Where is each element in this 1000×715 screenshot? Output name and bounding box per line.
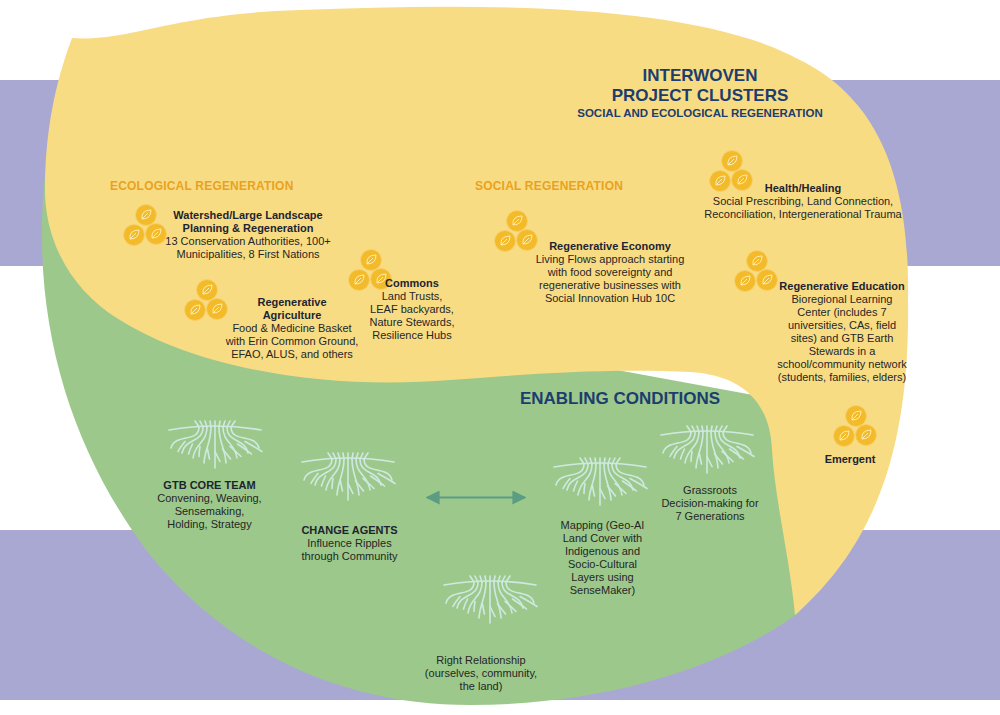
text-group: Right Relationship (ourselves, community… bbox=[420, 654, 542, 693]
item-heading: Watershed/Large Landscape Planning & Reg… bbox=[166, 209, 331, 235]
leaf-coin bbox=[834, 426, 855, 447]
text-group: Mapping (Geo-AI Land Cover with Indigeno… bbox=[545, 519, 660, 597]
condition-item: Grassroots Decision-making for 7 Generat… bbox=[650, 421, 768, 529]
item-heading: Emergent bbox=[815, 453, 885, 466]
roots-icon bbox=[298, 450, 398, 506]
item-body: Influence Ripples through Community bbox=[295, 537, 405, 563]
text-group: ENABLING CONDITIONS bbox=[500, 389, 740, 409]
project-item: Health/HealingSocial Prescribing, Land C… bbox=[698, 148, 913, 228]
text-group: INTERWOVEN PROJECT CLUSTERSSOCIAL AND EC… bbox=[560, 66, 840, 121]
leaf-coins-icon bbox=[183, 279, 231, 323]
item-body: Social Prescribing, Land Connection, Rec… bbox=[698, 195, 908, 221]
text-group: Watershed/Large Landscape Planning & Reg… bbox=[148, 209, 348, 261]
leaf-coin bbox=[846, 406, 867, 427]
shape-heading: INTERWOVEN PROJECT CLUSTERS bbox=[605, 66, 795, 106]
roots-icon bbox=[165, 418, 265, 474]
item-heading: CHANGE AGENTS bbox=[292, 524, 407, 537]
leaf-coins-icon bbox=[708, 150, 756, 194]
item-body: Bioregional Learning Center (includes 7 … bbox=[775, 293, 910, 384]
item-body: Land Trusts, LEAF backyards, Nature Stew… bbox=[368, 290, 456, 342]
condition-item: Right Relationship (ourselves, community… bbox=[420, 571, 545, 696]
leaf-coin bbox=[361, 250, 382, 271]
item-heading: Commons bbox=[362, 277, 462, 290]
item-body: Food & Medicine Basket with Erin Common … bbox=[222, 322, 362, 361]
leaf-coin bbox=[735, 271, 756, 292]
leaf-coins-icon bbox=[493, 210, 541, 254]
roots-icon bbox=[550, 455, 650, 511]
leaf-coin bbox=[732, 170, 753, 191]
text-group: Regenerative EducationBioregional Learni… bbox=[758, 280, 926, 384]
leaf-coins-icon bbox=[122, 204, 170, 248]
text-group: Grassroots Decision-making for 7 Generat… bbox=[660, 484, 760, 523]
condition-item: Mapping (Geo-AI Land Cover with Indigeno… bbox=[540, 453, 665, 598]
condition-item: CHANGE AGENTSInfluence Ripples through C… bbox=[290, 448, 412, 560]
leaf-coin bbox=[507, 211, 528, 232]
text-group: Emergent bbox=[815, 453, 885, 466]
leaf-coin bbox=[349, 270, 370, 291]
project-item: Regenerative AgricultureFood & Medicine … bbox=[180, 277, 365, 369]
item-body: 13 Conservation Authorities, 100+ Munici… bbox=[148, 235, 348, 261]
item-heading: Health/Healing bbox=[748, 182, 858, 195]
leaf-coin bbox=[757, 270, 778, 291]
roots-icon bbox=[440, 573, 540, 629]
shape-subheading: SOCIAL AND ECOLOGICAL REGENERATION bbox=[560, 106, 840, 121]
item-heading: Regenerative Education bbox=[758, 280, 926, 293]
leaf-coin bbox=[517, 230, 538, 251]
text-group: Regenerative AgricultureFood & Medicine … bbox=[222, 296, 362, 361]
project-item: Watershed/Large Landscape Planning & Reg… bbox=[118, 203, 350, 265]
leaf-coin bbox=[207, 299, 228, 320]
item-heading: Regenerative Economy bbox=[525, 240, 695, 253]
leaf-coin bbox=[856, 425, 877, 446]
item-heading: GTB CORE TEAM bbox=[152, 479, 267, 492]
leaf-coin bbox=[495, 231, 516, 252]
leaf-coin bbox=[124, 225, 145, 246]
shape-heading: ENABLING CONDITIONS bbox=[500, 389, 740, 409]
leaf-coin bbox=[136, 205, 157, 226]
leaf-coin bbox=[710, 171, 731, 192]
project-item: Regenerative EducationBioregional Learni… bbox=[730, 248, 928, 380]
project-item: Emergent bbox=[815, 403, 890, 471]
project-item: CommonsLand Trusts, LEAF backyards, Natu… bbox=[345, 247, 467, 347]
item-body: Convening, Weaving, Sensemaking, Holding… bbox=[156, 492, 264, 531]
leaf-coin bbox=[185, 300, 206, 321]
text-group: CHANGE AGENTSInfluence Ripples through C… bbox=[292, 524, 407, 563]
condition-item: GTB CORE TEAMConvening, Weaving, Sensema… bbox=[150, 416, 272, 534]
item-body: Right Relationship (ourselves, community… bbox=[420, 654, 542, 693]
text-group: Regenerative EconomyLiving Flows approac… bbox=[525, 240, 695, 305]
text-group: Health/HealingSocial Prescribing, Land C… bbox=[698, 182, 908, 221]
leaf-coins-icon bbox=[733, 250, 781, 294]
leaf-coins-icon bbox=[832, 405, 880, 449]
roots-icon bbox=[657, 423, 757, 479]
text-group: GTB CORE TEAMConvening, Weaving, Sensema… bbox=[152, 479, 267, 531]
item-heading: Regenerative Agriculture bbox=[250, 296, 335, 322]
leaf-coin bbox=[197, 280, 218, 301]
leaf-coin bbox=[146, 224, 167, 245]
leaf-coin bbox=[747, 251, 768, 272]
item-body: Living Flows approach starting with food… bbox=[528, 253, 693, 305]
item-body: Mapping (Geo-AI Land Cover with Indigeno… bbox=[553, 519, 653, 597]
text-group: CommonsLand Trusts, LEAF backyards, Natu… bbox=[362, 277, 462, 342]
leaf-coin bbox=[722, 151, 743, 172]
project-item: Regenerative EconomyLiving Flows approac… bbox=[490, 208, 700, 308]
item-body: Grassroots Decision-making for 7 Generat… bbox=[660, 484, 760, 523]
